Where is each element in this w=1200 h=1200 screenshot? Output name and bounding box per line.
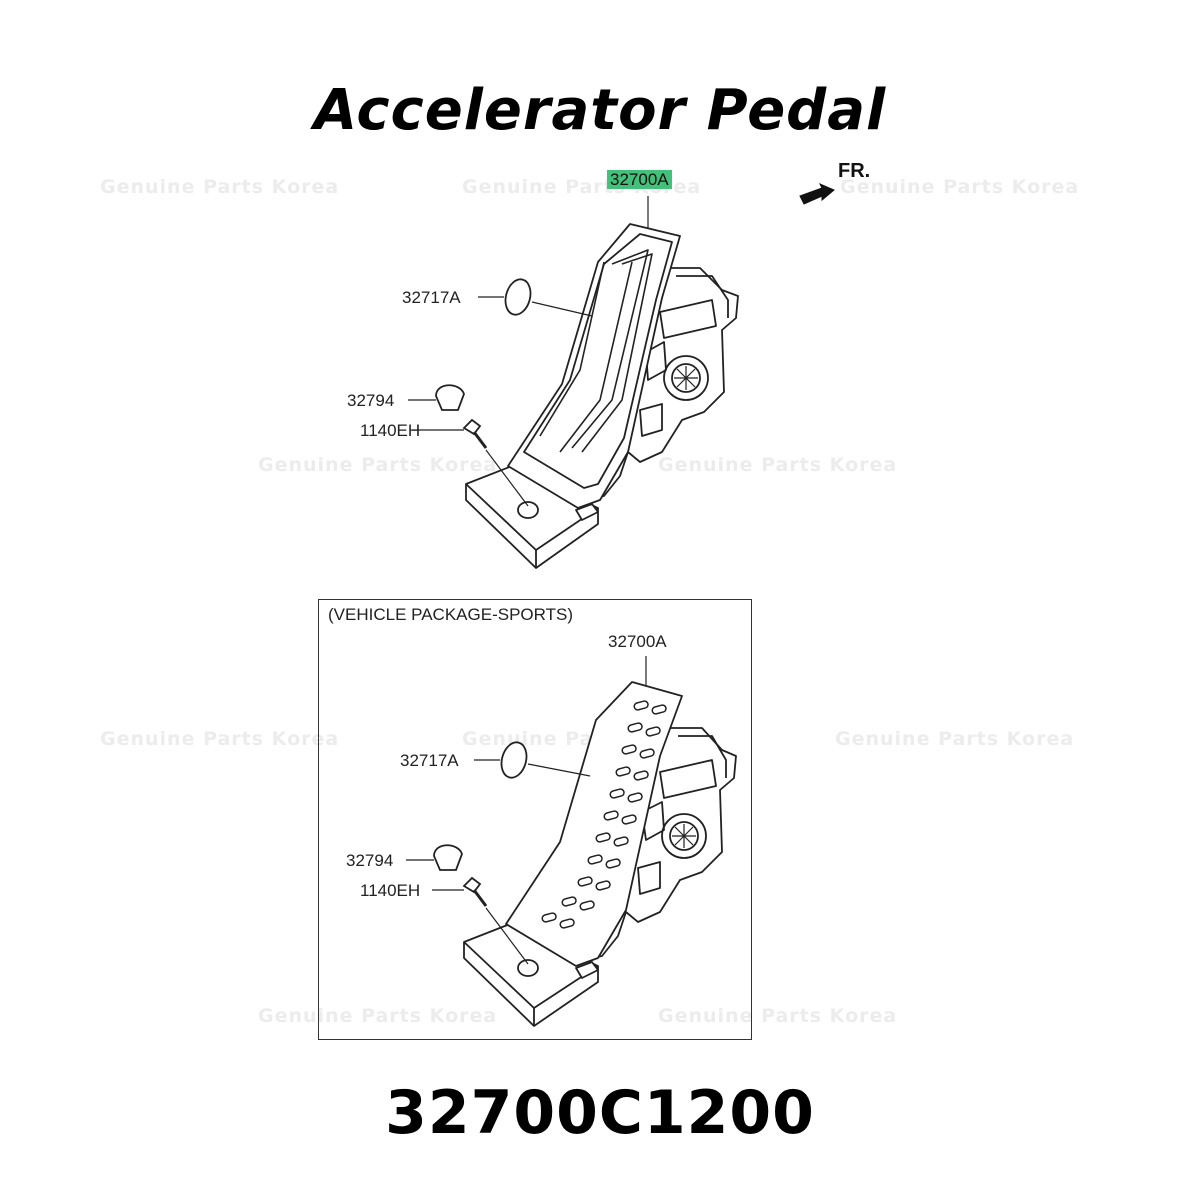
top-cap [408, 384, 465, 411]
top-callout-bolt: 1140EH [360, 421, 421, 440]
front-direction-label: FR. [838, 160, 871, 182]
sports-callout-bolt: 1140EH [360, 881, 421, 900]
watermark-9: Genuine Parts Korea [258, 1005, 498, 1027]
part-number: 32700C1200 [385, 1078, 815, 1148]
top-callout-assembly-text: 32700A [607, 170, 672, 189]
watermark-5: Genuine Parts Korea [658, 454, 898, 476]
front-direction-icon [799, 183, 835, 205]
sports-cap [406, 844, 463, 871]
watermark-1: Genuine Parts Korea [100, 176, 340, 198]
watermark-8: Genuine Parts Korea [835, 728, 1075, 750]
top-callout-pad: 32717A [402, 288, 461, 307]
watermark-6: Genuine Parts Korea [100, 728, 340, 750]
top-pedal-assembly [465, 196, 739, 569]
sports-callout-cap: 32794 [346, 851, 394, 870]
sports-package-label: (VEHICLE PACKAGE-SPORTS) [328, 605, 573, 624]
sports-package-frame [318, 599, 752, 1040]
sports-pedal-assembly [463, 656, 737, 1027]
top-callout-assembly: 32700A [607, 170, 672, 190]
sports-pad-grip-holes [541, 700, 667, 929]
page-title: Accelerator Pedal [313, 78, 887, 143]
watermark-3: Genuine Parts Korea [840, 176, 1080, 198]
sports-bolt [432, 876, 529, 965]
top-pad-insert [478, 278, 593, 317]
top-callout-cap: 32794 [347, 391, 395, 410]
watermark-10: Genuine Parts Korea [658, 1005, 898, 1027]
sports-callout-pad: 32717A [400, 751, 459, 770]
sports-callout-assembly: 32700A [608, 632, 667, 651]
top-bolt [412, 418, 529, 507]
sports-pad-insert [474, 741, 591, 779]
watermark-4: Genuine Parts Korea [258, 454, 498, 476]
